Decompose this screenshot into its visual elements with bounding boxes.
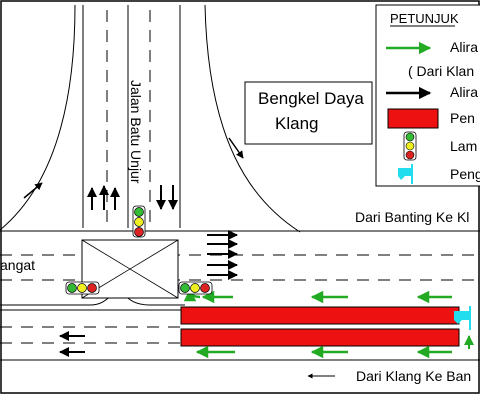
flagman-marker [454, 311, 470, 324]
outer-frame [0, 0, 480, 394]
traffic-light-horizontal [65, 281, 100, 295]
legend-item-text: ( Dari Klan [408, 63, 474, 79]
legend-item-text: Lam [450, 138, 477, 154]
flow-arrow-diagonal [23, 182, 43, 199]
bengkel-label-line2: Klang [275, 114, 318, 133]
traffic-light-horizontal [178, 281, 213, 295]
legend-traffic-light-icon [403, 131, 417, 161]
traffic-light-vertical [132, 205, 146, 238]
legend: PETUNJUK Alira ( Dari Klan Alira Pen Lam… [375, 4, 480, 187]
bengkel-building [244, 81, 373, 145]
legend-item-text: Alira [450, 84, 478, 100]
legend-item-text: Alira [450, 39, 478, 55]
road-edge-right [204, 4, 301, 233]
road-closure-bar [180, 328, 460, 347]
dari-klang-label: Dari Klang Ke Ban [356, 368, 471, 384]
angat-label: angat [0, 257, 35, 273]
flow-arrow-diagonal [228, 137, 244, 159]
legend-flagman-icon [398, 164, 413, 184]
legend-closure-icon [387, 108, 439, 129]
road-closure-bar [180, 306, 460, 325]
road-edge-left [0, 4, 76, 231]
jalan-batu-unjur-label: Jalan Batu Unjur [128, 80, 144, 184]
bengkel-label-line1: Bengkel Daya [258, 89, 364, 108]
legend-title: PETUNJUK [390, 11, 459, 26]
dari-banting-label: Dari Banting Ke Kl [355, 209, 469, 225]
legend-item-text: Pen [450, 110, 475, 126]
legend-item-text: Peng [450, 166, 480, 182]
